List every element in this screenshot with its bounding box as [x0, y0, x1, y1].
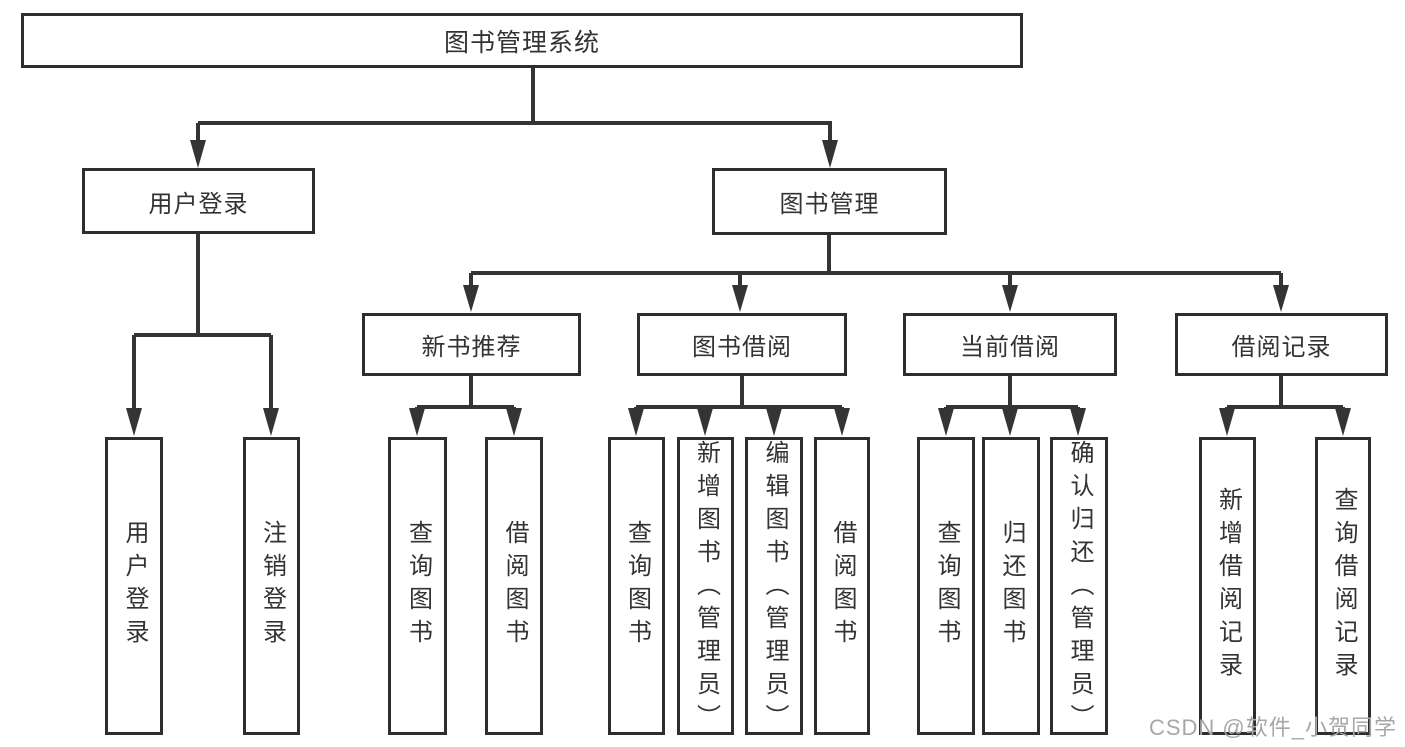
- connector-userlogin-to-leaves: [126, 233, 279, 436]
- leaf-borrow-add-books-admin: 新增图书（管理员）: [677, 437, 734, 737]
- node-library-management-system: 图书管理系统: [21, 13, 1023, 68]
- leaf-recommend-query-books: 查询图书: [388, 437, 447, 735]
- node-borrow-records: 借阅记录: [1175, 313, 1388, 376]
- leaf-borrow-edit-books-admin: 编辑图书（管理员）: [745, 437, 803, 737]
- leaf-records-query-record: 查询借阅记录: [1315, 437, 1371, 735]
- leaf-records-add-record: 新增借阅记录: [1199, 437, 1256, 735]
- node-book-management: 图书管理: [712, 168, 947, 235]
- connector-bookmgmt-to-level3: [463, 235, 1289, 312]
- connector-current-to-leaves: [938, 376, 1086, 436]
- node-current-borrowing: 当前借阅: [903, 313, 1117, 376]
- csdn-watermark: CSDN @软件_小贺同学: [1148, 715, 1397, 740]
- leaf-current-confirm-return-admin: 确认归还（管理员）: [1050, 437, 1108, 737]
- connector-records-to-leaves: [1219, 376, 1351, 436]
- connector-recommend-to-leaves: [409, 376, 522, 436]
- leaf-borrow-query-books: 查询图书: [608, 437, 665, 735]
- node-new-book-recommend: 新书推荐: [362, 313, 581, 376]
- connector-root-to-level2: [190, 68, 838, 168]
- leaf-recommend-borrow-books: 借阅图书: [485, 437, 543, 735]
- leaf-current-return-books: 归还图书: [982, 437, 1040, 735]
- leaf-user-login: 用户登录: [105, 437, 163, 735]
- node-book-borrowing: 图书借阅: [637, 313, 847, 376]
- node-user-login: 用户登录: [82, 168, 315, 234]
- leaf-current-query-books: 查询图书: [917, 437, 975, 735]
- leaf-logout: 注销登录: [243, 437, 300, 735]
- leaf-borrow-borrow-books: 借阅图书: [814, 437, 870, 735]
- connector-borrow-to-leaves: [628, 376, 850, 436]
